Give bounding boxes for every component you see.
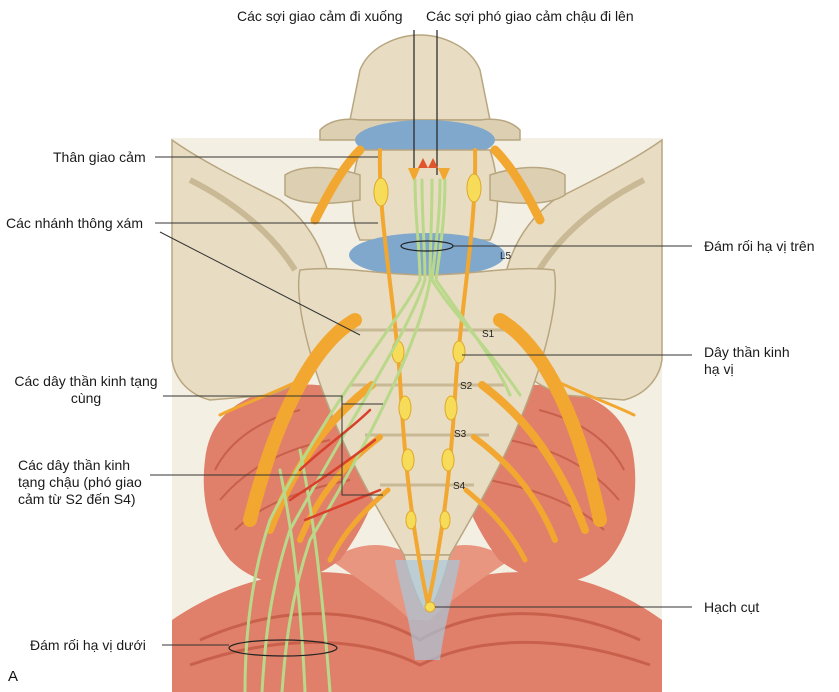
label-sympathetic-trunk: Thân giao cảm [53,149,146,165]
leader-lines [150,156,692,646]
label-ascending-parasympathetic: Các sợi phó giao cảm chậu đi lên [426,8,634,24]
ganglion-impar-mark [424,601,436,613]
panel-letter: A [8,668,19,685]
label-superior-hypogastric: Đám rối hạ vị trên [704,238,815,254]
sympathetic-ganglia [373,173,482,530]
segment-l5: L5 [500,251,512,262]
label-inferior-hypogastric: Đám rối hạ vị dưới [30,637,146,653]
sympathetic-trunks [377,148,478,607]
label-ganglion-impar: Hạch cụt [704,599,760,615]
l5-vertebra [284,149,566,241]
label-hypogastric-nerve: Dây thần kinh hạ vị [704,344,790,377]
segment-s3: S3 [454,429,467,440]
inferior-hypogastric-ring [228,639,338,657]
segment-s1: S1 [482,329,495,340]
label-sacral-splanchnic: Các dây thần kinh tạng cùng [14,373,158,406]
segment-s2: S2 [460,381,473,392]
segment-s4: S4 [453,481,466,492]
sacral-plexus [218,145,636,563]
disc-lower [349,233,505,277]
label-descending-sympathetic: Các sợi giao cảm đi xuống [237,8,403,24]
pelvic-splanchnic-red [288,408,382,522]
hypogastric-fibers [243,178,522,692]
fiber-arrows [408,30,450,182]
label-pelvic-splanchnic: Các dây thần kinh tạng chậu (phó giao cả… [18,457,142,507]
label-gray-rami: Các nhánh thông xám [6,215,143,231]
